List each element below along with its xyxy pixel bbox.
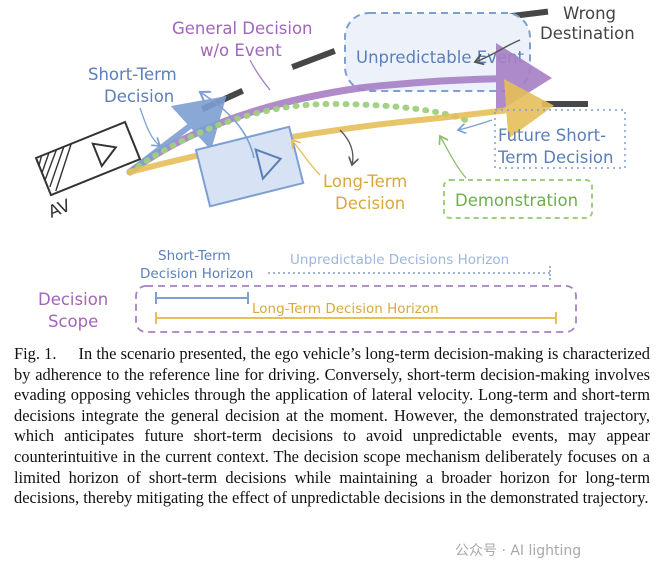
- opposing-vehicle-arrow: [200, 92, 255, 159]
- svg-text:Short-Term: Short-Term: [88, 65, 177, 84]
- opposing-vehicle: [194, 125, 305, 208]
- general-decision-label: General Decision w/o Event: [172, 19, 313, 60]
- decision-scope-label: Decision Scope: [38, 290, 108, 331]
- svg-text:Decision Horizon: Decision Horizon: [140, 266, 253, 282]
- long-term-horizon-label: Long-Term Decision Horizon: [252, 301, 439, 317]
- long-term-horizon-bar: [155, 312, 557, 324]
- short-term-horizon-bar: [155, 292, 249, 304]
- future-short-term-box: [494, 109, 626, 169]
- demonstration-path: [127, 100, 473, 175]
- long-term-decision-label: Long-Term Decision: [323, 172, 407, 213]
- short-term-decision-label: Short-Term Decision: [88, 65, 177, 106]
- svg-text:Short-Term: Short-Term: [158, 248, 231, 264]
- unpredictable-event-box: [344, 12, 531, 92]
- wrong-destination-label: Wrong Destination: [540, 4, 635, 43]
- svg-text:w/o Event: w/o Event: [200, 41, 282, 60]
- future-short-term-label: Future Short- Term Decision: [497, 126, 613, 167]
- svg-text:Term Decision: Term Decision: [497, 148, 613, 167]
- svg-text:Wrong: Wrong: [563, 4, 616, 23]
- decision-scope-box: [135, 285, 577, 333]
- svg-text:Long-Term: Long-Term: [323, 172, 407, 191]
- svg-text:Destination: Destination: [540, 24, 635, 43]
- caption-text: In the scenario presented, the ego vehic…: [14, 344, 650, 508]
- svg-text:General Decision: General Decision: [172, 19, 313, 38]
- figure-caption: Fig. 1.In the scenario presented, the eg…: [14, 344, 650, 509]
- figure-number: Fig. 1.: [14, 344, 57, 363]
- svg-text:Future Short-: Future Short-: [498, 126, 606, 145]
- watermark: 公众号 · AI lighting: [455, 543, 582, 559]
- svg-text:Decision: Decision: [104, 87, 174, 106]
- demonstration-label: Demonstration: [455, 191, 578, 210]
- av-vehicle: [34, 120, 142, 197]
- unpredictable-horizon-label: Unpredictable Decisions Horizon: [290, 252, 509, 268]
- scenario-diagram: Unpredictable Event AV Wrong Destination…: [34, 4, 635, 333]
- av-label: AV: [46, 196, 74, 223]
- svg-text:Decision: Decision: [335, 194, 405, 213]
- short-term-horizon-label: Short-Term Decision Horizon: [140, 248, 253, 282]
- svg-text:Decision: Decision: [38, 290, 108, 309]
- demonstration-box: [443, 179, 593, 219]
- short-term-decision-path: [127, 95, 227, 175]
- svg-text:Scope: Scope: [48, 312, 98, 331]
